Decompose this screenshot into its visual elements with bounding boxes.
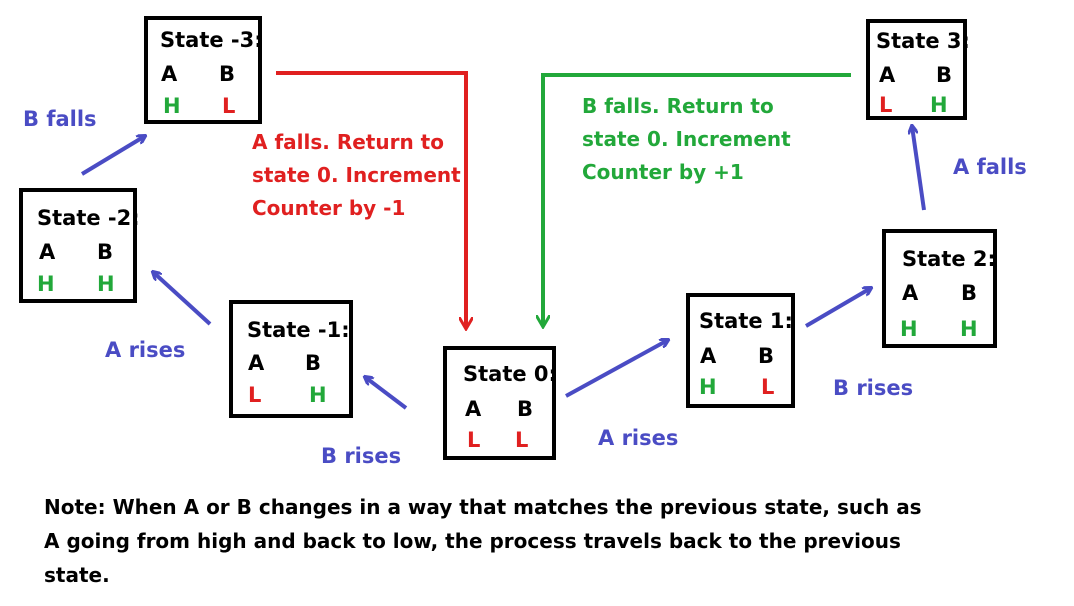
state-title: State 1: bbox=[699, 309, 793, 333]
arrow-2-to-3 bbox=[912, 126, 926, 211]
state-box-3: State 3: A B L H bbox=[866, 19, 970, 120]
transition-label-a-falls: A falls bbox=[953, 155, 1027, 179]
b-value: H bbox=[97, 272, 115, 296]
a-value: L bbox=[248, 383, 262, 407]
a-label: A bbox=[39, 240, 56, 264]
return-description-line: B falls. Return to bbox=[582, 94, 774, 118]
return-description-red: A falls. Return to state 0. Increment Co… bbox=[252, 126, 461, 225]
a-value: L bbox=[467, 428, 481, 452]
a-label: A bbox=[700, 344, 717, 368]
a-label: A bbox=[161, 62, 178, 86]
transition-label-b-rises: B rises bbox=[321, 444, 402, 468]
arrow-0-to-1 bbox=[565, 340, 668, 398]
transition-label-b-falls: B falls bbox=[23, 107, 97, 131]
a-value: L bbox=[879, 93, 893, 117]
note-text: Note: When A or B changes in a way that … bbox=[44, 490, 1044, 592]
b-value: L bbox=[222, 94, 236, 118]
return-description-line: A falls. Return to bbox=[252, 130, 444, 154]
arrow-neg2-to-neg3 bbox=[80, 136, 145, 176]
note-line: state. bbox=[44, 563, 110, 587]
arrow-return-red bbox=[276, 71, 466, 328]
a-value: H bbox=[163, 94, 181, 118]
state-box-0: State 0: A B L L bbox=[443, 346, 557, 460]
b-value: H bbox=[309, 383, 327, 407]
arrow-neg1-to-neg2 bbox=[153, 272, 212, 326]
b-value: H bbox=[930, 93, 948, 117]
note-line: Note: When A or B changes in a way that … bbox=[44, 495, 922, 519]
state-box-neg1: State -1: A B L H bbox=[229, 300, 353, 418]
state-title: State 3: bbox=[876, 29, 970, 53]
b-value: H bbox=[960, 317, 978, 341]
arrow-1-to-2 bbox=[804, 288, 871, 328]
arrow-0-to-neg1 bbox=[365, 377, 408, 410]
state-box-2: State 2: A B H H bbox=[882, 229, 997, 348]
a-value: H bbox=[900, 317, 918, 341]
transition-label-a-rises: A rises bbox=[598, 426, 679, 450]
a-value: H bbox=[699, 375, 717, 399]
b-label: B bbox=[219, 62, 236, 86]
return-description-line: Counter by +1 bbox=[582, 160, 744, 184]
state-title: State -2: bbox=[37, 206, 140, 230]
arrow-return-green bbox=[543, 73, 851, 326]
state-title: State 2: bbox=[902, 247, 996, 271]
return-description-line: Counter by -1 bbox=[252, 196, 406, 220]
state-box-1: State 1: A B H L bbox=[686, 293, 795, 408]
transition-label-a-rises: A rises bbox=[105, 338, 186, 362]
return-description-line: state 0. Increment bbox=[252, 163, 461, 187]
transition-label-b-rises: B rises bbox=[833, 376, 914, 400]
return-description-green: B falls. Return to state 0. Increment Co… bbox=[582, 90, 791, 189]
state-box-neg2: State -2: A B H H bbox=[19, 188, 140, 303]
b-label: B bbox=[517, 397, 534, 421]
state-title: State 0: bbox=[463, 362, 557, 386]
state-box-neg3: State -3: A B H L bbox=[144, 16, 263, 124]
a-value: H bbox=[37, 272, 55, 296]
a-label: A bbox=[902, 281, 919, 305]
state-title: State -3: bbox=[160, 28, 263, 52]
b-value: L bbox=[515, 428, 529, 452]
b-label: B bbox=[936, 63, 953, 87]
return-description-line: state 0. Increment bbox=[582, 127, 791, 151]
b-label: B bbox=[305, 351, 322, 375]
note-line: A going from high and back to low, the p… bbox=[44, 529, 901, 553]
b-value: L bbox=[761, 375, 775, 399]
state-title: State -1: bbox=[247, 318, 350, 342]
b-label: B bbox=[961, 281, 978, 305]
a-label: A bbox=[879, 63, 896, 87]
b-label: B bbox=[758, 344, 775, 368]
a-label: A bbox=[248, 351, 265, 375]
a-label: A bbox=[465, 397, 482, 421]
b-label: B bbox=[97, 240, 114, 264]
